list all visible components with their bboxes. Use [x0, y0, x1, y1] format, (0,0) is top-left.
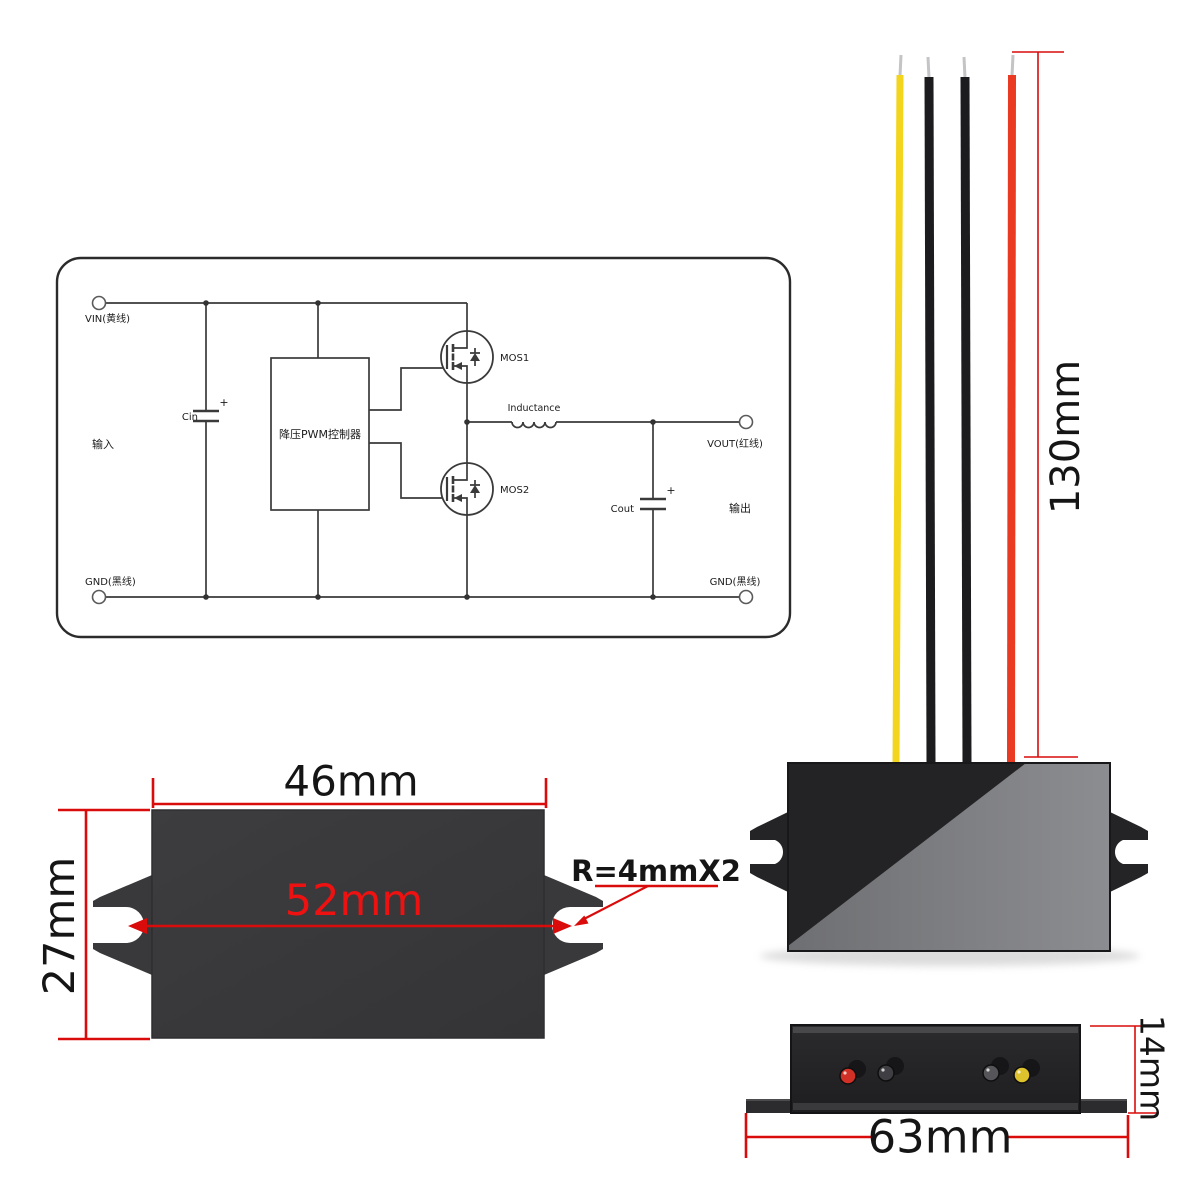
dim-27mm-label: 27mm: [35, 857, 85, 996]
dim-14mm-label: 14mm: [1133, 1015, 1172, 1121]
dimension-46mm: 46mm: [151, 757, 548, 808]
mos1-label: MOS1: [500, 353, 529, 364]
drawing-left-notch: [84, 907, 144, 943]
wire-black-2: [960, 76, 972, 764]
vin-label: VIN(黄线): [85, 312, 130, 325]
dim-46mm-label: 46mm: [283, 757, 418, 806]
leader-arrowhead: [574, 915, 589, 926]
cout-plus-sign: +: [666, 484, 675, 497]
inductor-label: Inductance: [508, 403, 561, 414]
wire-bare-tips: [898, 54, 1015, 79]
dimension-130mm: 130mm: [1012, 51, 1089, 758]
terminal-red: [839, 1067, 857, 1085]
photo-right-notch: [1115, 840, 1155, 864]
side-top-edge: [793, 1027, 1078, 1033]
wire-red: [1007, 74, 1016, 764]
schematic-wiring: [106, 302, 739, 598]
schematic-panel-border: [55, 256, 792, 639]
cin-label: Cin: [182, 412, 198, 423]
cin-capacitor-symbol: [193, 409, 219, 423]
wire-black-1: [924, 76, 936, 764]
terminal-black-2: [982, 1064, 1000, 1082]
dimension-63mm: 63mm: [744, 1111, 1130, 1164]
dim-63mm-label: 63mm: [868, 1111, 1013, 1164]
side-left-flange: [746, 1099, 791, 1113]
mosfet-mos2-symbol: [440, 462, 494, 516]
dimension-27mm: 27mm: [35, 808, 150, 1041]
side-bottom-edge: [793, 1103, 1078, 1110]
mos2-label: MOS2: [500, 485, 529, 496]
pwm-controller-box: [270, 357, 370, 511]
input-label: 输入: [92, 437, 114, 451]
side-wire-terminals: [839, 1057, 1040, 1085]
output-label: 输出: [729, 501, 751, 515]
side-right-flange: [1080, 1099, 1127, 1113]
wire-yellow: [892, 74, 904, 764]
inductor-coil-symbol: [511, 421, 557, 429]
cout-label: Cout: [611, 504, 634, 515]
gnd-right-terminal: [738, 589, 754, 605]
notch-radius-label: R=4mmX2: [571, 854, 741, 888]
photo-module-highlight: [788, 763, 1110, 951]
dimension-14mm: 14mm: [1090, 1015, 1172, 1121]
top-view-drawing: 46mm 27mm 52mm R=4mmX2: [35, 757, 741, 1041]
schematic-terminals: [91, 295, 754, 605]
circuit-schematic: VIN(黄线) 输入 Cin + 降压PWM控制器 MOS1 MOS2 Indu…: [55, 256, 792, 639]
pwm-box-label: 降压PWM控制器: [279, 427, 361, 441]
vout-terminal: [738, 414, 754, 430]
vin-terminal: [91, 295, 107, 311]
photo-left-notch: [743, 840, 783, 864]
dimension-52mm: 52mm: [128, 876, 572, 934]
vout-label: VOUT(红线): [707, 437, 763, 450]
terminal-black-1: [877, 1064, 895, 1082]
junction-dots: [203, 300, 656, 600]
dim-52mm-label: 52mm: [285, 876, 424, 926]
notch-radius-note: R=4mmX2: [571, 854, 741, 926]
cin-plus-sign: +: [219, 396, 228, 409]
gnd-right-label: GND(黑线): [710, 575, 761, 588]
converter-module-photo: [743, 762, 1155, 952]
mosfet-mos1-symbol: [440, 330, 494, 384]
wire-length-view: 130mm: [743, 51, 1155, 966]
gnd-left-label: GND(黑线): [85, 575, 136, 588]
terminal-yellow: [1013, 1066, 1031, 1084]
cout-capacitor-symbol: [640, 497, 666, 511]
drawing-right-notch: [552, 907, 612, 943]
side-view-drawing: 63mm 14mm: [744, 1015, 1172, 1164]
drawing-module-body: [151, 809, 545, 1039]
dim-130mm-label: 130mm: [1043, 360, 1089, 514]
gnd-left-terminal: [91, 589, 107, 605]
